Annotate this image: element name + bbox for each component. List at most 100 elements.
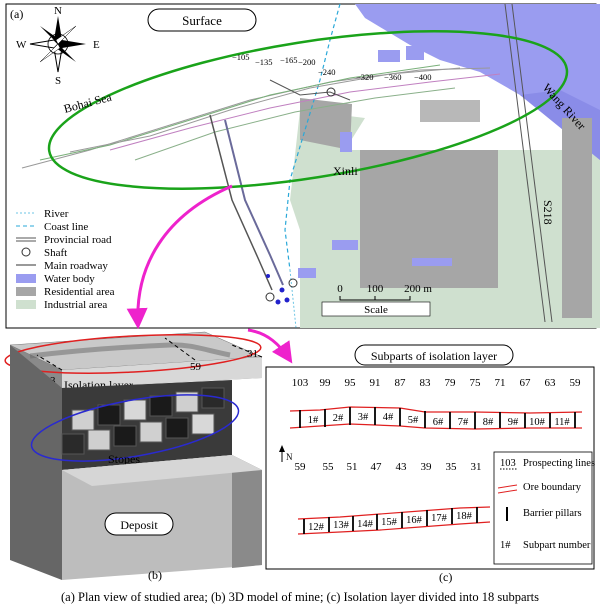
svg-text:83: 83 bbox=[420, 377, 432, 389]
svg-text:95: 95 bbox=[345, 377, 357, 389]
svg-text:Scale: Scale bbox=[364, 304, 388, 316]
plan-view-panel: Surface (a) N E S W Bohai Sea Wang River… bbox=[5, 3, 600, 330]
svg-text:103: 103 bbox=[500, 458, 516, 469]
shafts bbox=[265, 87, 336, 302]
svg-text:12#: 12# bbox=[308, 522, 325, 533]
svg-text:−240: −240 bbox=[318, 67, 336, 77]
ore-extent-ellipse bbox=[47, 30, 569, 190]
svg-text:−165: −165 bbox=[280, 55, 298, 65]
surface-label: Surface bbox=[182, 13, 222, 28]
deposit-label: Deposit bbox=[120, 518, 158, 532]
svg-text:75: 75 bbox=[470, 377, 482, 389]
residential-block bbox=[360, 150, 498, 288]
isolation-ellipse bbox=[4, 334, 262, 374]
svg-text:103: 103 bbox=[292, 377, 309, 389]
main-roadways bbox=[21, 64, 501, 291]
svg-text:−200: −200 bbox=[298, 57, 316, 67]
compass-s: S bbox=[55, 75, 61, 87]
panel-c-tag: (c) bbox=[439, 570, 452, 584]
svg-text:11#: 11# bbox=[554, 417, 570, 428]
stopes-label: Stopes bbox=[108, 452, 140, 466]
svg-text:39: 39 bbox=[421, 461, 433, 473]
panel-c-title: Subparts of isolation layer bbox=[371, 349, 497, 363]
svg-text:71: 71 bbox=[495, 377, 506, 389]
line-31-label: 31 bbox=[247, 348, 258, 360]
svg-text:91: 91 bbox=[370, 377, 381, 389]
svg-text:Main roadway: Main roadway bbox=[44, 260, 108, 272]
svg-text:51: 51 bbox=[347, 461, 358, 473]
row2-barrier-pillars bbox=[303, 507, 478, 534]
subparts-panel: Subparts of isolation layer 103 99 95 91… bbox=[265, 344, 595, 584]
svg-text:7#: 7# bbox=[458, 417, 469, 428]
north-label: N bbox=[286, 452, 293, 462]
svg-text:43: 43 bbox=[396, 461, 408, 473]
svg-text:59: 59 bbox=[570, 377, 582, 389]
svg-text:67: 67 bbox=[520, 377, 532, 389]
row2-ore-boundary bbox=[297, 506, 491, 520]
stopes-ellipse bbox=[30, 394, 240, 462]
svg-text:200 m: 200 m bbox=[404, 283, 432, 295]
svg-text:13#: 13# bbox=[333, 520, 350, 531]
svg-text:100: 100 bbox=[367, 283, 384, 295]
svg-text:87: 87 bbox=[395, 377, 407, 389]
link-arrow-b-c bbox=[247, 328, 293, 364]
svg-text:−105: −105 bbox=[232, 52, 250, 62]
svg-text:59: 59 bbox=[295, 461, 307, 473]
svg-text:1#: 1# bbox=[308, 415, 319, 426]
residential-block bbox=[562, 118, 592, 318]
svg-text:10#: 10# bbox=[529, 417, 546, 428]
svg-text:3#: 3# bbox=[358, 412, 369, 423]
panel-b-tag: (b) bbox=[148, 568, 162, 582]
row2-subparts: 12# 13# 14# 15# 16# 17# 18# bbox=[308, 511, 473, 533]
svg-text:−400: −400 bbox=[414, 72, 432, 82]
svg-text:63: 63 bbox=[545, 377, 557, 389]
svg-text:15#: 15# bbox=[381, 517, 398, 528]
panel-a-tag: (a) bbox=[10, 7, 23, 21]
svg-text:Barrier pillars: Barrier pillars bbox=[523, 508, 582, 519]
svg-text:−320: −320 bbox=[356, 72, 374, 82]
svg-text:River: River bbox=[44, 208, 69, 220]
residential-block bbox=[300, 98, 352, 150]
scale-bar: 0 100 200 m Scale bbox=[321, 283, 432, 317]
town-label: Xinli bbox=[333, 164, 358, 178]
row1-subparts: 1# 2# 3# 4# 5# 6# 7# 8# 9# 10# 11# bbox=[308, 412, 571, 428]
svg-text:Prospecting lines: Prospecting lines bbox=[523, 458, 595, 469]
svg-text:5#: 5# bbox=[408, 415, 419, 426]
compass-e: E bbox=[93, 39, 100, 51]
stope-blocks bbox=[61, 387, 225, 455]
line-59-label: 59 bbox=[190, 361, 202, 373]
svg-text:6#: 6# bbox=[433, 417, 444, 428]
road-label: S218 bbox=[541, 200, 555, 225]
svg-text:55: 55 bbox=[323, 461, 335, 473]
svg-text:17#: 17# bbox=[431, 513, 448, 524]
svg-text:Coast line: Coast line bbox=[44, 221, 88, 233]
svg-text:9#: 9# bbox=[508, 417, 519, 428]
svg-text:18#: 18# bbox=[456, 511, 473, 522]
water-body bbox=[355, 4, 600, 160]
figure-caption: (a) Plan view of studied area; (b) 3D mo… bbox=[61, 590, 539, 604]
legend-a: River Coast line Provincial road Shaft M… bbox=[16, 208, 115, 311]
legend-c: 103 Prospecting lines Ore boundary Barri… bbox=[497, 458, 595, 551]
svg-text:Water body: Water body bbox=[44, 273, 95, 285]
svg-text:Shaft: Shaft bbox=[44, 247, 67, 259]
svg-text:35: 35 bbox=[446, 461, 458, 473]
depth-labels: −105 −135 −165 −200 −240 −320 −360 −400 bbox=[232, 52, 432, 82]
svg-text:31: 31 bbox=[471, 461, 482, 473]
svg-text:0: 0 bbox=[337, 283, 343, 295]
3d-model-panel: 103 59 31 Isolation layer Stopes Dep bbox=[4, 328, 293, 582]
svg-text:16#: 16# bbox=[406, 515, 423, 526]
row2-prospecting-numbers: 59 55 51 47 43 39 35 31 bbox=[295, 461, 482, 473]
row1-prospecting-numbers: 103 99 95 91 87 83 79 75 71 67 63 59 bbox=[292, 377, 581, 389]
svg-text:Provincial road: Provincial road bbox=[44, 234, 112, 246]
compass-icon bbox=[29, 16, 86, 73]
svg-text:1#: 1# bbox=[500, 540, 511, 551]
svg-text:2#: 2# bbox=[333, 413, 344, 424]
svg-text:79: 79 bbox=[445, 377, 457, 389]
svg-text:−135: −135 bbox=[255, 57, 273, 67]
coast-line bbox=[284, 3, 341, 271]
residential-block bbox=[420, 100, 480, 122]
svg-text:Subpart number: Subpart number bbox=[523, 540, 591, 551]
compass-n: N bbox=[54, 5, 62, 17]
svg-text:47: 47 bbox=[371, 461, 383, 473]
